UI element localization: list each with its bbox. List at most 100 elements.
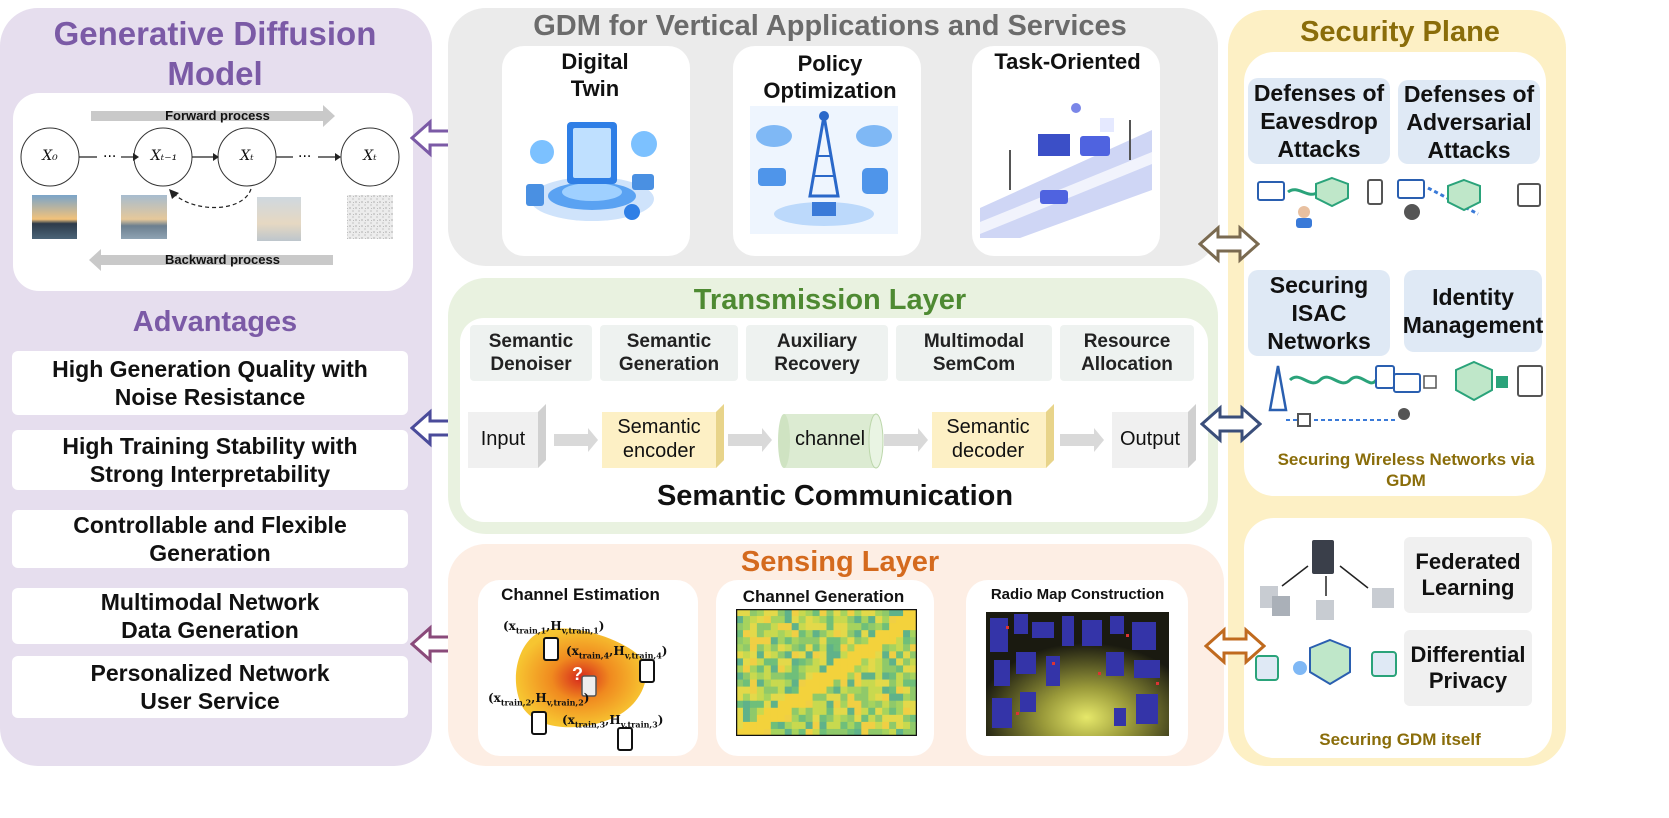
heatmap-cell <box>770 637 779 645</box>
heatmap-cell <box>819 658 827 666</box>
ce-label-1-sub: train,1 <box>515 625 547 636</box>
heatmap-cell <box>847 728 855 736</box>
block-semantic-decoder: Semantic decoder <box>946 416 1030 462</box>
heatmap-cell <box>861 609 869 617</box>
chip-multimodal-semcom: Multimodal SemCom <box>896 325 1052 381</box>
heatmap-cell <box>868 644 876 652</box>
heatmap-cell <box>903 623 911 631</box>
heatmap-cell <box>882 679 890 688</box>
heatmap-cell <box>770 700 779 709</box>
box-isac: Securing ISAC Networks <box>1248 270 1390 356</box>
heatmap-cell <box>742 637 751 645</box>
heatmap-cell <box>896 651 904 659</box>
heatmap-cell <box>791 630 800 638</box>
heatmap-cell <box>875 672 883 681</box>
heatmap-cell <box>847 721 855 730</box>
heatmap-cell <box>854 616 862 624</box>
heatmap-cell <box>770 630 779 638</box>
heatmap-cell <box>833 630 841 638</box>
heatmap-cell <box>896 693 904 702</box>
heatmap-cell <box>784 700 793 709</box>
heatmap-cell <box>770 616 779 624</box>
heatmap-cell <box>833 672 841 681</box>
heatmap-cell <box>749 637 758 645</box>
heatmap-cell <box>812 672 821 681</box>
heatmap-cell <box>875 644 883 652</box>
heatmap-cell <box>812 644 821 652</box>
heatmap-cell <box>763 714 772 723</box>
heatmap-cell <box>819 637 827 645</box>
heatmap-cell <box>777 609 786 617</box>
heatmap-cell <box>840 686 848 695</box>
block-semantic-encoder: Semantic encoder <box>617 416 701 462</box>
heatmap-cell <box>833 658 841 666</box>
heatmap-cell <box>736 700 744 709</box>
double-arrow-security-sensing <box>1204 626 1266 666</box>
heatmap-cell <box>826 637 834 645</box>
heatmap-cell <box>889 693 897 702</box>
heatmap-cell <box>826 728 834 736</box>
heatmap-cell <box>777 714 786 723</box>
heatmap-cell <box>882 623 890 631</box>
svg-text:···: ··· <box>298 149 311 165</box>
heatmap-cell <box>854 700 862 709</box>
heatmap-cell <box>742 630 751 638</box>
ce-label-4-h: H <box>613 644 625 658</box>
heatmap-cell <box>784 693 793 702</box>
heatmap-cell <box>756 658 765 666</box>
heatmap-cell <box>798 693 807 702</box>
heatmap-cell <box>819 707 827 716</box>
radio-map-label: Radio Map Construction <box>990 586 1165 603</box>
heatmap-cell <box>854 679 862 688</box>
heatmap-cell <box>756 637 765 645</box>
heatmap-cell <box>840 658 848 666</box>
heatmap-cell <box>854 686 862 695</box>
heatmap-cell <box>875 679 883 688</box>
heatmap-cell <box>826 686 834 695</box>
heatmap-cell <box>840 637 848 645</box>
heatmap-cell <box>749 651 758 659</box>
heatmap-cell <box>819 679 827 688</box>
heatmap-cell <box>749 686 758 695</box>
heatmap-cell <box>805 609 814 617</box>
task-oriented-illustration <box>980 103 1152 238</box>
heatmap-cell <box>910 672 917 681</box>
heatmap-cell <box>736 686 744 695</box>
heatmap-cell <box>777 728 786 736</box>
heatmap-cell <box>777 637 786 645</box>
node-xT: Xₜ <box>363 148 377 164</box>
heatmap-cell <box>861 707 869 716</box>
heatmap-cell <box>889 672 897 681</box>
heatmap-cell <box>840 672 848 681</box>
chip-semantic-generation: Semantic Generation <box>600 325 738 381</box>
heatmap-cell <box>777 721 786 730</box>
heatmap-cell <box>742 672 751 681</box>
heatmap-cell <box>784 623 793 631</box>
heatmap-cell <box>847 644 855 652</box>
semantic-communication-title: Semantic Communication <box>656 480 1014 512</box>
heatmap-cell <box>791 679 800 688</box>
heatmap-cell <box>742 651 751 659</box>
heatmap-cell <box>910 630 917 638</box>
heatmap-cell <box>805 651 814 659</box>
heatmap-cell <box>770 644 779 652</box>
heatmap-cell <box>882 686 890 695</box>
heatmap-cell <box>903 679 911 688</box>
heatmap-cell <box>868 630 876 638</box>
heatmap-cell <box>819 672 827 681</box>
heatmap-cell <box>861 616 869 624</box>
advantage-4: Multimodal Network Data Generation <box>12 588 408 644</box>
heatmap-cell <box>910 651 917 659</box>
heatmap-cell <box>868 672 876 681</box>
block-output: Output <box>1119 428 1181 450</box>
heatmap-cell <box>736 721 744 730</box>
heatmap-cell <box>833 665 841 673</box>
heatmap-cell <box>791 616 800 624</box>
heatmap-cell <box>903 714 911 723</box>
heatmap-cell <box>826 700 834 709</box>
heatmap-cell <box>847 700 855 709</box>
heatmap-cell <box>756 679 765 688</box>
itself-caption: Securing GDM itself <box>1319 730 1481 749</box>
heatmap-cell <box>882 651 890 659</box>
heatmap-cell <box>882 658 890 666</box>
